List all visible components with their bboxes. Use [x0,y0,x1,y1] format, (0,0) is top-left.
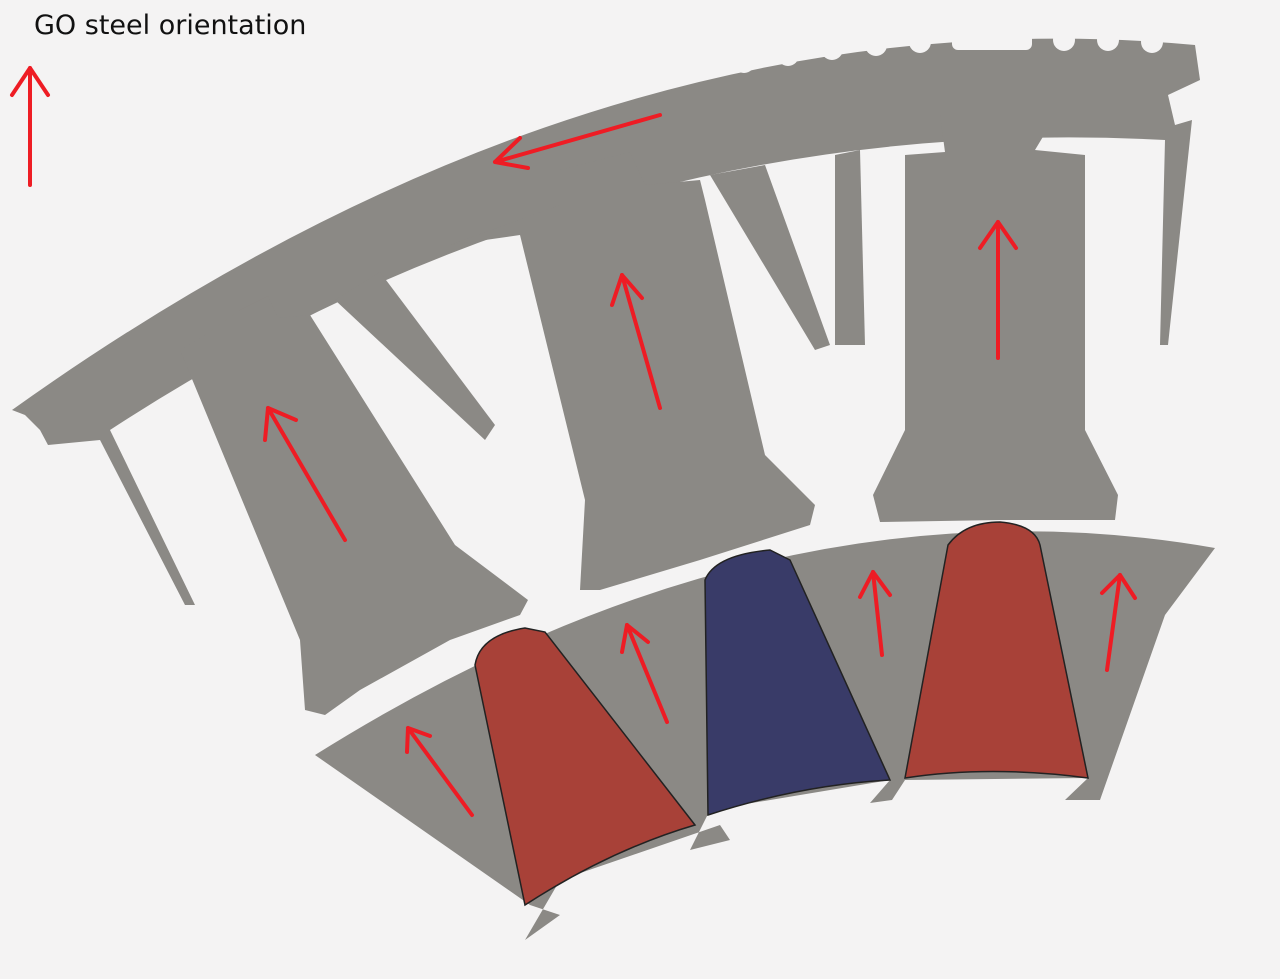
rotor-arrow-1-icon [405,726,474,817]
rotor-arrow-4-icon [1100,573,1137,672]
stator-segment-3 [873,110,1118,522]
segment-1-arrow-icon [263,406,347,542]
orientation-arrows [10,66,1137,817]
diagram-caption: GO steel orientation [34,10,307,41]
stator-tooth-thin-3 [835,150,865,345]
rotor-magnet-red-2 [904,521,1089,779]
stator-tooth-thin-1 [335,272,495,440]
segment-2-arrow-icon [610,273,662,410]
rotor-arrow-3-icon [858,570,892,657]
rotor-magnet-red-1 [474,627,697,907]
rotor-magnet-blue [704,549,892,817]
stator-segment-1 [180,296,528,715]
stator-segment-2 [450,152,815,590]
segment-3-arrow-icon [978,220,1018,360]
up-arrow-icon [10,66,50,187]
yoke-left-arrow-icon [493,113,662,170]
rotor-arrow-2-icon [620,623,669,724]
stator-tooth-thin-2 [710,165,830,350]
yoke-scallops [29,24,1163,363]
